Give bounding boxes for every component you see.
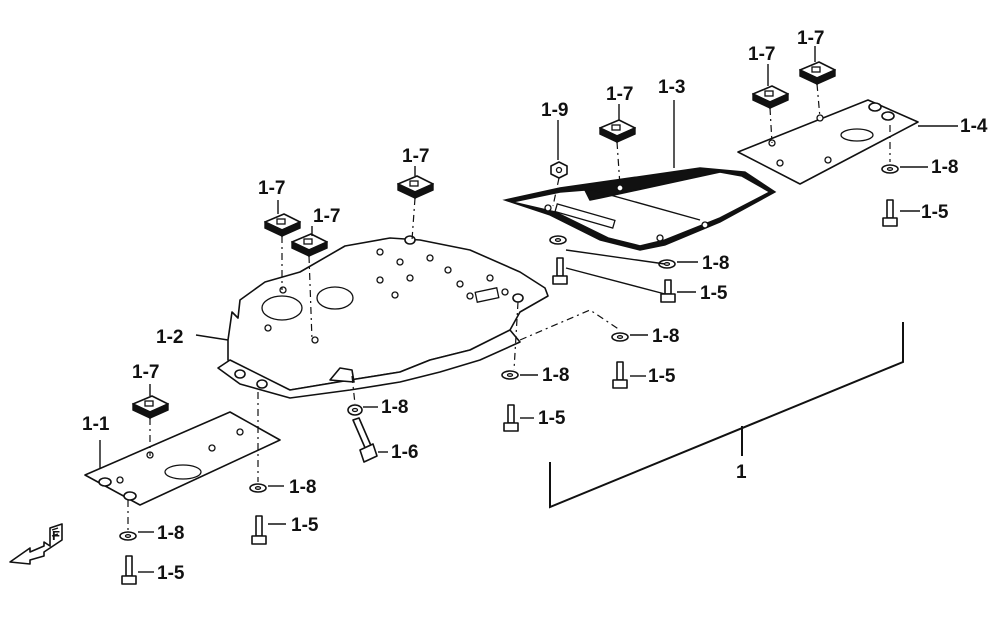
front-direction-arrow-icon bbox=[9, 523, 63, 565]
label-bolt: 1-5 bbox=[291, 515, 319, 536]
nut-1-9 bbox=[550, 161, 568, 179]
leader-lines bbox=[99, 46, 958, 573]
label-washer: 1-8 bbox=[931, 157, 958, 178]
label-bolt: 1-5 bbox=[538, 408, 566, 429]
clip-1-7-c bbox=[291, 233, 328, 258]
label-main-plate: 1-2 bbox=[156, 327, 183, 348]
clip-1-7-f bbox=[752, 85, 789, 110]
label-clip: 1-7 bbox=[797, 28, 824, 49]
label-bolt: 1-5 bbox=[700, 283, 728, 304]
label-washer: 1-8 bbox=[289, 477, 316, 498]
label-clip: 1-7 bbox=[313, 206, 340, 227]
label-rear-plate: 1-4 bbox=[960, 116, 988, 137]
label-washer: 1-8 bbox=[542, 365, 569, 386]
label-bolt-long: 1-6 bbox=[391, 442, 418, 463]
rear-skid-plate bbox=[737, 99, 919, 185]
callout-labels: 1 1-1 1-2 1-3 1-4 1-9 1-7 1-7 1-7 1-7 1-… bbox=[52, 28, 988, 584]
label-clip: 1-7 bbox=[748, 44, 775, 65]
middle-skid-plate bbox=[502, 167, 777, 251]
label-washer: 1-8 bbox=[702, 253, 729, 274]
clip-1-7-g bbox=[799, 61, 836, 86]
clip-1-7-d bbox=[397, 175, 434, 200]
direction-letter: F bbox=[52, 528, 60, 543]
clip-1-7-e bbox=[599, 119, 636, 144]
label-clip: 1-7 bbox=[402, 146, 429, 167]
front-skid-plate bbox=[84, 411, 281, 506]
label-washer: 1-8 bbox=[652, 326, 679, 347]
assembly-lines bbox=[127, 83, 891, 530]
assembly-bracket bbox=[549, 322, 904, 509]
bolts bbox=[121, 199, 898, 585]
washers bbox=[119, 164, 899, 541]
label-bolt: 1-5 bbox=[648, 366, 676, 387]
label-washer: 1-8 bbox=[157, 523, 184, 544]
label-front-plate: 1-1 bbox=[82, 414, 110, 435]
label-bolt: 1-5 bbox=[157, 563, 185, 584]
label-clip: 1-7 bbox=[258, 178, 285, 199]
label-assembly: 1 bbox=[736, 462, 747, 483]
clip-1-7-b bbox=[264, 213, 301, 238]
label-clip: 1-7 bbox=[132, 362, 159, 383]
label-clip: 1-7 bbox=[606, 84, 633, 105]
label-bolt: 1-5 bbox=[921, 202, 949, 223]
main-skid-plate bbox=[217, 235, 549, 399]
label-nut: 1-9 bbox=[541, 100, 568, 121]
clip-1-7-a bbox=[132, 395, 169, 420]
label-washer: 1-8 bbox=[381, 397, 408, 418]
label-mid-plate: 1-3 bbox=[658, 77, 685, 98]
